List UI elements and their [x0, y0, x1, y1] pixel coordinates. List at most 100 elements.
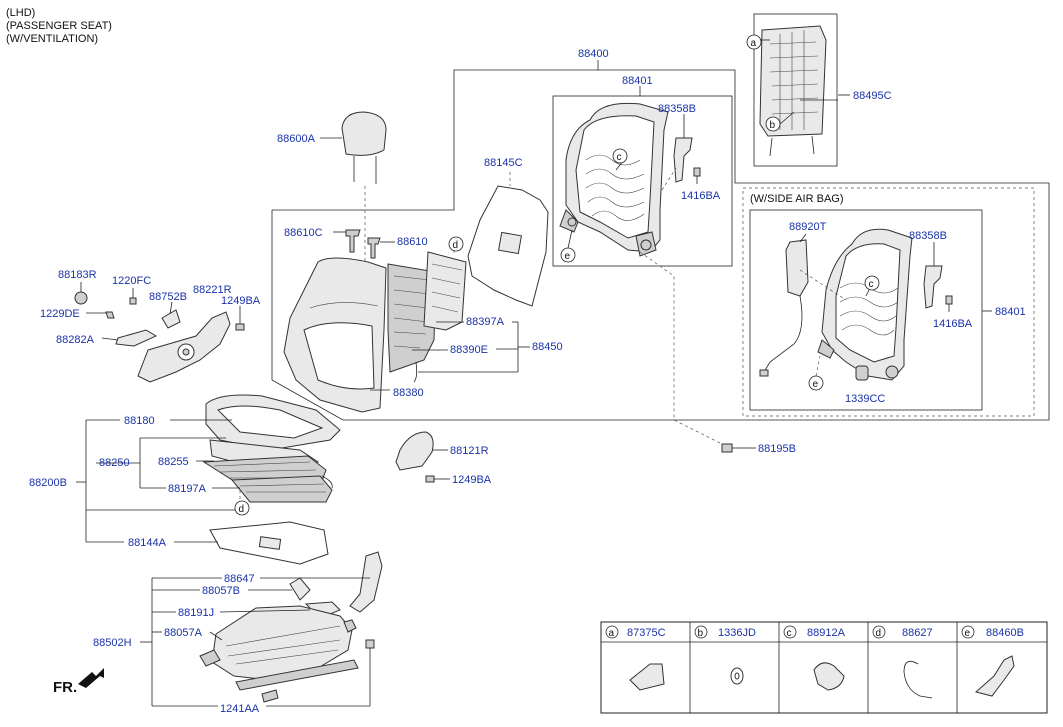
- callout-e-top-text: e: [565, 251, 571, 262]
- clip-88912a-icon: [813, 662, 845, 691]
- ventilation-pads-drawing: [387, 251, 467, 383]
- callout-e-top[interactable]: [560, 247, 576, 263]
- frame-box: [552, 95, 733, 267]
- wire-88627-icon: [903, 660, 933, 699]
- label-88255[interactable]: 88255: [158, 456, 189, 468]
- label-88358B-top[interactable]: 88358B: [658, 103, 696, 115]
- callout-c-top-text: c: [617, 152, 622, 163]
- back-pad-drawing: [467, 172, 549, 307]
- washer-1336jd-icon: [730, 667, 744, 685]
- seatback-frame-drawing: [559, 102, 669, 257]
- legend-c-letter: c: [787, 628, 792, 639]
- label-88401-airbag[interactable]: 88401: [995, 306, 1026, 318]
- label-88920T[interactable]: 88920T: [789, 221, 827, 233]
- label-88221R[interactable]: 88221R: [193, 284, 232, 296]
- callout-e-airbag-text: e: [813, 379, 819, 390]
- header-passenger-seat: (PASSENGER SEAT): [6, 20, 112, 32]
- callout-b-board-text: b: [770, 120, 776, 131]
- label-88495C[interactable]: 88495C: [853, 90, 892, 102]
- label-88195B[interactable]: 88195B: [758, 443, 796, 455]
- legend-cell-b[interactable]: b 1336JD: [694, 625, 756, 685]
- legend-d-letter: d: [876, 628, 882, 639]
- label-88197A[interactable]: 88197A: [168, 483, 207, 495]
- callout-e-airbag[interactable]: [808, 375, 824, 391]
- label-1416BA-airbag[interactable]: 1416BA: [933, 318, 973, 330]
- legend-d-part: 88627: [902, 627, 933, 639]
- label-88144A[interactable]: 88144A: [128, 537, 167, 549]
- callout-d-cushion-text: d: [239, 504, 245, 515]
- legend-cell-a[interactable]: a 87375C: [605, 625, 666, 691]
- seatback-cushion-drawing: [283, 257, 387, 413]
- side-airbag-inner-box: [749, 209, 983, 411]
- callout-b-board[interactable]: [765, 116, 781, 132]
- legend-cell-e[interactable]: e 88460B: [961, 625, 1024, 697]
- legend-cell-c[interactable]: c 88912A: [783, 625, 846, 691]
- label-88180[interactable]: 88180: [124, 415, 155, 427]
- side-airbag-box: [742, 187, 1035, 417]
- label-88390E[interactable]: 88390E: [450, 344, 488, 356]
- label-88057A[interactable]: 88057A: [164, 627, 203, 639]
- bracket-88358b-airbag-drawing: [923, 242, 943, 309]
- label-88397A[interactable]: 88397A: [466, 316, 505, 328]
- screw-1416ba-airbag: [945, 295, 953, 312]
- label-88057B[interactable]: 88057B: [202, 585, 240, 597]
- legend-e-letter: e: [965, 628, 971, 639]
- side-airbag-title: (W/SIDE AIR BAG): [750, 193, 844, 205]
- header-lhd: (LHD): [6, 7, 35, 19]
- label-88200B[interactable]: 88200B: [29, 477, 67, 489]
- label-88600A[interactable]: 88600A: [277, 133, 316, 145]
- seatback-outline: [271, 60, 1050, 421]
- label-88380[interactable]: 88380: [393, 387, 424, 399]
- callout-d-back[interactable]: [448, 236, 464, 252]
- label-1229DE[interactable]: 1229DE: [40, 308, 80, 320]
- label-88450[interactable]: 88450: [532, 341, 563, 353]
- label-88400[interactable]: 88400: [578, 48, 609, 60]
- seat-track-drawing: [199, 551, 383, 706]
- label-88183R[interactable]: 88183R: [58, 269, 97, 281]
- label-88401-main[interactable]: 88401: [622, 75, 653, 87]
- label-88358B-airbag[interactable]: 88358B: [909, 230, 947, 242]
- seat-cushion-drawing: [202, 394, 341, 503]
- pan-cover-drawing: [209, 521, 329, 565]
- label-1339CC[interactable]: 1339CC: [845, 393, 885, 405]
- label-1249BA-left[interactable]: 1249BA: [221, 295, 261, 307]
- callout-a-board[interactable]: [746, 34, 762, 50]
- callout-c-top[interactable]: [612, 148, 628, 164]
- label-88502H[interactable]: 88502H: [93, 637, 132, 649]
- callout-d-cushion[interactable]: [234, 500, 250, 516]
- label-88752B[interactable]: 88752B: [149, 291, 187, 303]
- airbag-frame-drawing: [799, 228, 913, 381]
- label-88610[interactable]: 88610: [397, 236, 428, 248]
- callout-c-airbag-text: c: [869, 279, 874, 290]
- legend-b-part: 1336JD: [718, 627, 756, 639]
- legend-a-letter: a: [609, 628, 615, 639]
- legend-a-part: 87375C: [627, 627, 666, 639]
- side-cover-88121r-drawing: [395, 431, 450, 483]
- screw-1416ba-top: [693, 167, 701, 184]
- legend-c-part: 88912A: [807, 627, 846, 639]
- label-88647[interactable]: 88647: [224, 573, 255, 585]
- bracket-88460b-icon: [974, 655, 1015, 697]
- label-88145C[interactable]: 88145C: [484, 157, 523, 169]
- callout-d-back-text: d: [453, 240, 459, 251]
- label-88191J[interactable]: 88191J: [178, 607, 214, 619]
- label-88121R[interactable]: 88121R: [450, 445, 489, 457]
- bracket-88358b-drawing: [673, 114, 693, 183]
- label-1249BA-right[interactable]: 1249BA: [452, 474, 492, 486]
- label-1241AA[interactable]: 1241AA: [220, 703, 260, 715]
- headrest-drawing: [320, 111, 387, 184]
- bolt-88195b-drawing: [721, 443, 744, 453]
- label-1416BA-top[interactable]: 1416BA: [681, 190, 721, 202]
- clip-87375c-icon: [629, 663, 665, 691]
- airbag-module-drawing: [759, 233, 809, 377]
- label-88250[interactable]: 88250: [99, 457, 130, 469]
- callout-c-airbag[interactable]: [864, 275, 880, 291]
- legend-e-part: 88460B: [986, 627, 1024, 639]
- front-arrow-icon: [78, 668, 104, 688]
- label-88282A[interactable]: 88282A: [56, 334, 95, 346]
- label-88610C[interactable]: 88610C: [284, 227, 323, 239]
- legend-cell-d[interactable]: d 88627: [872, 625, 933, 699]
- label-1220FC[interactable]: 1220FC: [112, 275, 151, 287]
- side-cover-parts-drawing: [74, 282, 245, 383]
